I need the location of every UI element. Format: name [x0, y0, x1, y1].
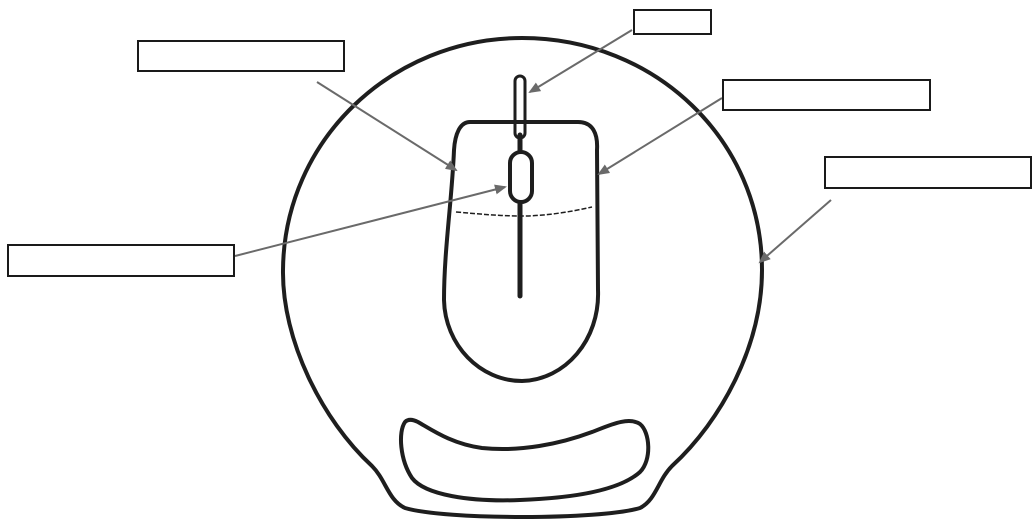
- mouse-cable: [515, 76, 525, 138]
- label-box-top-right: [722, 79, 931, 111]
- leader-left: [235, 187, 505, 256]
- wrist-rest: [401, 420, 648, 501]
- label-box-right: [824, 156, 1032, 189]
- leader-top-right: [599, 98, 722, 174]
- label-box-top-center: [633, 9, 712, 35]
- label-box-left: [7, 244, 235, 277]
- leader-top-left: [317, 82, 456, 170]
- button-divider: [456, 207, 592, 216]
- leader-right: [760, 200, 831, 262]
- scroll-wheel: [510, 152, 532, 202]
- label-box-top-left: [137, 40, 345, 72]
